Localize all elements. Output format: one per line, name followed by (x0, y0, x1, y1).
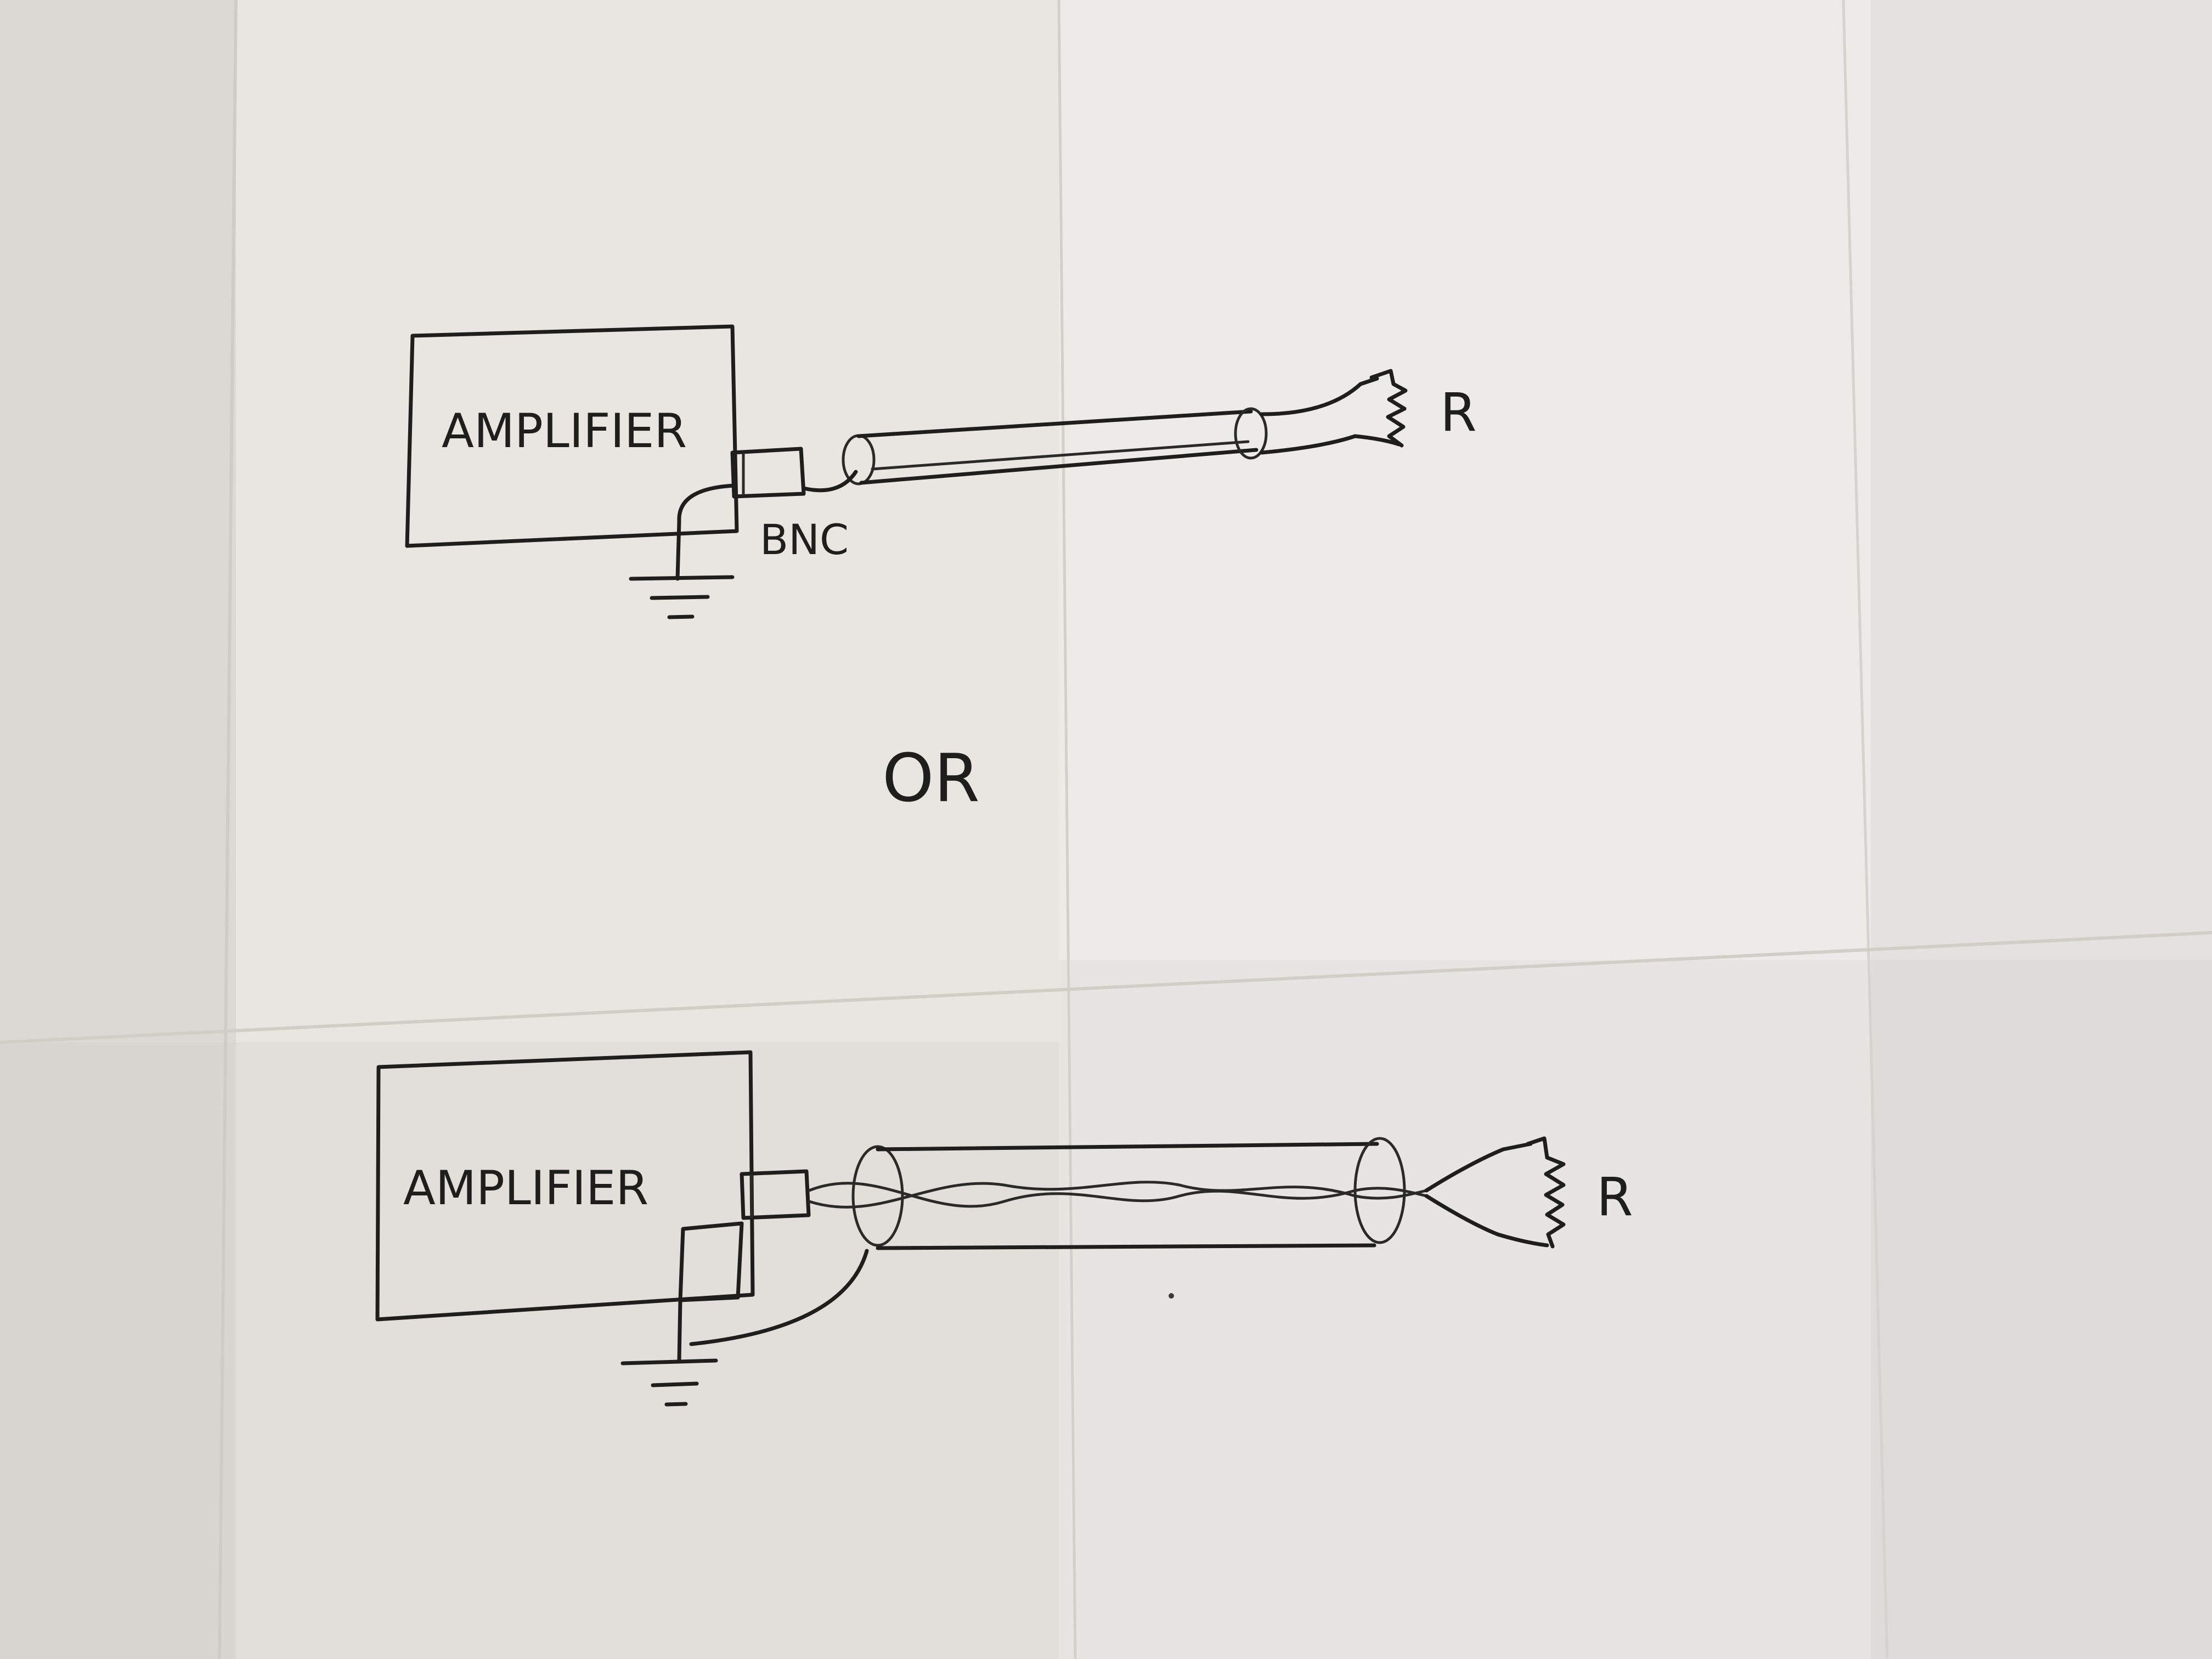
top-amplifier-label: AMPLIFIER (442, 404, 687, 459)
bottom-shield-ground-wire (689, 1249, 869, 1346)
bottom-resistor-leads (1424, 1142, 1549, 1248)
top-ground-wire (675, 483, 737, 581)
top-ground-icon (629, 575, 735, 619)
ink-speck (1169, 1293, 1174, 1299)
bottom-resistor-label: R (1596, 1166, 1633, 1228)
bottom-circuit: AMPLIFIER R (375, 1050, 1633, 1407)
top-resistor-icon (1369, 369, 1408, 448)
top-coax-cable (802, 407, 1268, 493)
bottom-ground-icon (620, 1358, 718, 1407)
top-bnc-connector (730, 447, 806, 499)
top-resistor-leads (1260, 376, 1401, 455)
bottom-bnc-connector (740, 1169, 811, 1220)
bottom-coax-twisted-pair (808, 1137, 1428, 1250)
top-bnc-label: BNC (760, 515, 849, 564)
top-amplifier-box (405, 324, 739, 548)
bottom-amplifier-label: AMPLIFIER (403, 1161, 648, 1216)
bottom-ground-wire (677, 1221, 744, 1363)
top-resistor-label: R (1440, 382, 1477, 443)
bottom-amplifier-box (375, 1050, 755, 1322)
bottom-resistor-icon (1526, 1136, 1566, 1249)
top-circuit: AMPLIFIER BNC R (405, 324, 1477, 619)
or-separator: OR (882, 741, 980, 817)
